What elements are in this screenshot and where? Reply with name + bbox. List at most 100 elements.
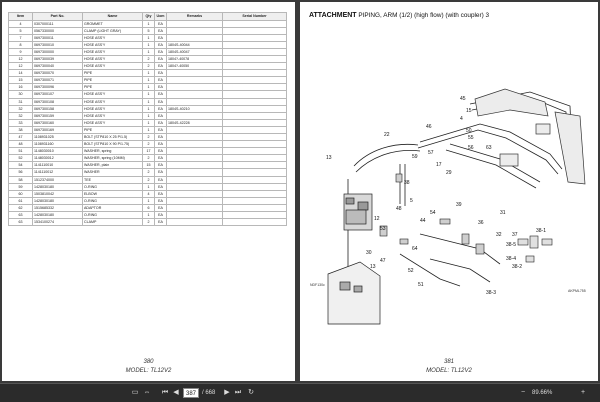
cell-part-no: 1108931160 xyxy=(32,140,83,149)
callout-label: 17 xyxy=(436,162,442,168)
cell-part-no: 1148030012 xyxy=(32,154,83,163)
zoom-level[interactable]: 89.66% xyxy=(532,390,553,396)
cell-item: 8 xyxy=(8,40,33,49)
cell-item: 63 xyxy=(8,218,33,227)
cell-item: 38 xyxy=(8,125,33,135)
cell-remarks xyxy=(166,76,223,85)
cell-remarks xyxy=(166,218,223,227)
last-page-icon[interactable]: ⏭ xyxy=(234,389,242,396)
cell-uom: EA xyxy=(154,203,167,213)
callout-label: 54 xyxy=(430,210,436,216)
callout-label: 15 xyxy=(466,108,472,114)
cell-part-no: 0697300070 xyxy=(32,69,83,78)
cell-name: HOSE ASS'Y xyxy=(82,40,143,49)
callout-label: 12 xyxy=(374,216,380,222)
cell-uom: EA xyxy=(154,154,167,163)
cell-remarks xyxy=(166,196,223,205)
cell-part-no: 1141110010 xyxy=(32,161,83,170)
prev-page-icon[interactable]: ◀ xyxy=(173,389,179,396)
zoom-out-icon[interactable]: − xyxy=(520,389,526,396)
page-number-input[interactable]: 387 xyxy=(183,387,199,398)
cell-serial xyxy=(222,83,287,92)
cell-name: HOSE ASS'Y xyxy=(82,90,143,99)
cell-serial xyxy=(222,161,287,170)
cell-serial xyxy=(222,54,287,64)
col-header-remarks: Remarks xyxy=(166,12,223,21)
cell-item: 59 xyxy=(8,182,33,191)
col-header-qty: Qty xyxy=(142,12,155,21)
callout-label: 37 xyxy=(512,232,518,238)
cell-part-no: 0697300108 xyxy=(32,97,83,106)
callout-label: 38 xyxy=(404,180,410,186)
col-header-name: Name xyxy=(82,12,143,21)
cell-uom: EA xyxy=(154,196,167,205)
cell-uom: EA xyxy=(154,19,167,28)
cell-part-no: 1534100274 xyxy=(32,218,83,227)
callout-label: 56 xyxy=(468,145,474,151)
cell-remarks xyxy=(166,168,223,177)
cell-name: PIPE xyxy=(82,76,143,85)
cell-part-no: 1428030180 xyxy=(32,211,83,220)
fit-page-icon[interactable]: ▭ xyxy=(131,389,139,396)
cell-qty: 17 xyxy=(142,147,155,156)
callout-label: 13 xyxy=(326,155,332,161)
cell-qty: 1 xyxy=(142,211,155,220)
cell-uom: EA xyxy=(154,83,167,92)
cell-qty: 1 xyxy=(142,76,155,85)
rotate-icon[interactable]: ↻ xyxy=(248,389,254,396)
cell-remarks xyxy=(166,154,223,163)
cell-name: ADAPTOR xyxy=(82,203,143,213)
cell-uom: EA xyxy=(154,111,167,120)
cell-item: 48 xyxy=(8,140,33,149)
page-number: 380 xyxy=(143,359,154,365)
cell-qty: 1 xyxy=(142,97,155,106)
cell-name: WASHER xyxy=(82,168,143,177)
zoom-in-icon[interactable]: + xyxy=(580,389,586,396)
cell-remarks xyxy=(166,147,223,156)
cell-uom: EA xyxy=(154,132,167,142)
cell-remarks xyxy=(166,111,223,120)
callout-label: 29 xyxy=(446,170,452,176)
machine-box xyxy=(327,261,381,325)
cell-item: 30 xyxy=(8,90,33,99)
callout-label: 47 xyxy=(380,258,386,264)
cell-uom: EA xyxy=(154,168,167,177)
cell-remarks xyxy=(166,182,223,191)
cell-item: 15 xyxy=(8,76,33,85)
cell-qty: 1 xyxy=(142,69,155,78)
col-header-uom: Uom xyxy=(154,12,167,21)
cell-qty: 1 xyxy=(142,125,155,135)
cell-part-no: 0697300107 xyxy=(32,90,83,99)
cell-part-no: 1512374000 xyxy=(32,175,83,184)
cell-uom: EA xyxy=(154,62,167,71)
callout-label: 55 xyxy=(468,135,474,141)
cell-qty: 1 xyxy=(142,104,155,113)
cell-remarks xyxy=(166,33,223,42)
callout-label: 39 xyxy=(456,202,462,208)
cell-remarks xyxy=(166,125,223,135)
next-page-icon[interactable]: ▶ xyxy=(224,389,230,396)
cell-part-no: 1428030180 xyxy=(32,182,83,191)
cell-uom: EA xyxy=(154,33,167,42)
cell-remarks xyxy=(166,189,223,198)
col-header-item: Item xyxy=(8,12,33,21)
first-page-icon[interactable]: ⏮ xyxy=(161,389,169,396)
callout-label: 52 xyxy=(408,268,414,274)
cell-qty: 1 xyxy=(142,83,155,92)
callout-label: 44 xyxy=(420,218,426,224)
cell-part-no: 0697300000 xyxy=(32,47,83,56)
cell-qty: 1 xyxy=(142,111,155,120)
callout-label: 31 xyxy=(500,210,506,216)
cell-name: HOSE ASS'Y xyxy=(82,54,143,64)
boom-structure xyxy=(474,88,586,185)
fit-width-icon[interactable]: ⇔ xyxy=(143,389,151,396)
cell-name: O-RING xyxy=(82,196,143,205)
cell-qty: 2 xyxy=(142,168,155,177)
